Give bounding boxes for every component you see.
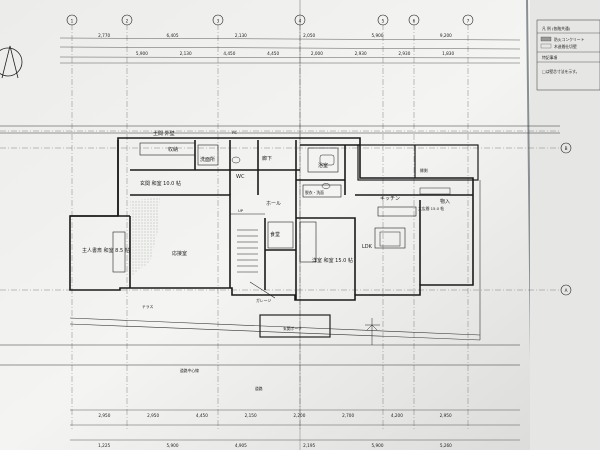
room-hall: ホール <box>266 201 281 207</box>
bottom-total-4: 5,900 <box>372 443 384 448</box>
top-dimension-4: 5,900 <box>372 33 384 38</box>
room-garage: ガレージ <box>256 298 271 303</box>
top-dimension-row2-5: 2,930 <box>355 51 367 56</box>
room-ldk: LDK <box>362 244 373 250</box>
bottom-total-5: 5,260 <box>440 443 452 448</box>
bottom-dimension-6: 4,200 <box>391 413 403 418</box>
room-engawa: 縁側 <box>420 168 428 173</box>
bottom-dimension-7: 2,950 <box>440 413 452 418</box>
annex-box <box>357 144 479 181</box>
road-center-label: 道路中心線 <box>180 368 199 373</box>
legend-notes-title: 特記事項 <box>542 55 557 60</box>
room-entrance-porch: 玄関ポーチ <box>283 326 302 331</box>
legend-item-1: 木造間仕切壁 <box>554 44 577 49</box>
grid-lines <box>0 24 560 430</box>
top-dimension-0: 2,770 <box>98 33 110 38</box>
top-dimension-2: 2,130 <box>235 33 247 38</box>
legend-panel: 凡 例 (各階共通) 防火コンクリート 木造間仕切壁 特記事項 □は壁芯寸法を示… <box>536 19 600 91</box>
room-wc: WC <box>236 174 245 180</box>
grid-axis-label: 2 <box>126 19 129 24</box>
legend-note: □は壁芯寸法を示す。 <box>542 69 579 74</box>
bottom-dimension-2: 4,450 <box>196 413 208 418</box>
grid-axis-label: 3 <box>217 19 220 24</box>
top-dimension-1: 6,405 <box>167 33 179 38</box>
room-kitchen: キッチン <box>380 196 400 202</box>
row-axis-B: B <box>560 142 572 154</box>
top-dimension-row2-3: 4,450 <box>267 51 279 56</box>
bottom-dimension-lines <box>70 409 520 441</box>
room-bath: 浴室 <box>318 162 328 169</box>
grid-axis-label: 1 <box>71 19 74 24</box>
road-label: 道路 <box>255 386 263 391</box>
room-storage: 収納 <box>168 146 178 153</box>
top-dimension-labels: 2,770 6,405 2,130 2,050 5,900 9,200 5,900 2,130… <box>98 33 454 56</box>
room-study: 主人書斎 和室 8.5 帖 <box>82 247 130 254</box>
bottom-dimension-labels: 2,950 2,950 4,450 2,150 2,200 2,700 4,200 2,950… <box>98 413 452 448</box>
legend-title: 凡 例 (各階共通) <box>542 26 571 31</box>
bottom-total-3: 2,195 <box>303 443 315 448</box>
top-dimension-lines <box>59 37 521 64</box>
grid-axis-label: 7 <box>467 19 470 24</box>
room-living: 応接室 <box>172 250 187 257</box>
interior-walls <box>112 142 417 299</box>
room-terrace: テラス <box>142 304 154 309</box>
room-washroom: 洗面所 <box>200 156 215 163</box>
room-storeroom: 物入 <box>440 198 450 205</box>
top-dimension-row2-6: 2,930 <box>398 51 410 56</box>
top-dimension-row2-0: 5,900 <box>136 51 148 56</box>
top-dimension-row2-4: 2,000 <box>311 51 323 56</box>
bottom-dimension-3: 2,150 <box>245 413 257 418</box>
room-gaiheki: 土間 外壁 <box>153 130 175 137</box>
room-corridor: 廊下 <box>262 155 272 162</box>
grid-axes: 1 2 3 4 5 6 7B A <box>66 14 572 296</box>
room-labels: 土間 外壁 収納 洗面所 WC 廊下 浴室 脱衣・洗面 玄関 和室 10.0 帖… <box>82 130 450 391</box>
top-dimension-row2-1: 2,130 <box>180 51 192 56</box>
grid-axis-label: 5 <box>382 19 385 24</box>
top-dimension-row2-2: 4,450 <box>223 51 235 56</box>
grid-axis-label: 4 <box>299 19 302 24</box>
room-dining: 食堂 <box>270 231 280 238</box>
room-genkan: 玄関 和室 10.0 帖 <box>140 180 181 187</box>
top-dimension-3: 2,050 <box>303 33 315 38</box>
building-walls <box>69 137 474 301</box>
top-dimension-row2-7: 1,830 <box>442 51 454 56</box>
fixtures <box>231 154 451 345</box>
row-axis-label: B <box>565 146 568 151</box>
up-label: UP <box>238 208 244 213</box>
room-dining-size: 大広間 15.0 帖 <box>418 206 444 211</box>
row-axis-label: A <box>565 288 568 293</box>
bottom-dimension-0: 2,950 <box>98 413 110 418</box>
garden-planting <box>130 198 160 275</box>
bottom-dimension-1: 2,950 <box>147 413 159 418</box>
room-western: 洋室 和室 15.0 帖 <box>312 257 353 264</box>
bottom-dimension-4: 2,200 <box>293 413 305 418</box>
top-dimension-5: 9,200 <box>440 33 452 38</box>
north-arrow-icon <box>0 45 23 79</box>
right-panel <box>530 0 600 450</box>
site-boundary <box>0 125 560 366</box>
bottom-dimension-5: 2,700 <box>342 413 354 418</box>
grid-axis-label: 6 <box>413 19 416 24</box>
row-axis-A: A <box>560 284 572 296</box>
bottom-total-1: 5,900 <box>167 443 179 448</box>
bottom-total-0: 1,225 <box>98 443 110 448</box>
room-dressing: 脱衣・洗面 <box>305 190 324 195</box>
ps-label: PS <box>232 130 237 135</box>
legend-item-0: 防火コンクリート <box>554 37 585 42</box>
bottom-total-2: 4,905 <box>235 443 247 448</box>
